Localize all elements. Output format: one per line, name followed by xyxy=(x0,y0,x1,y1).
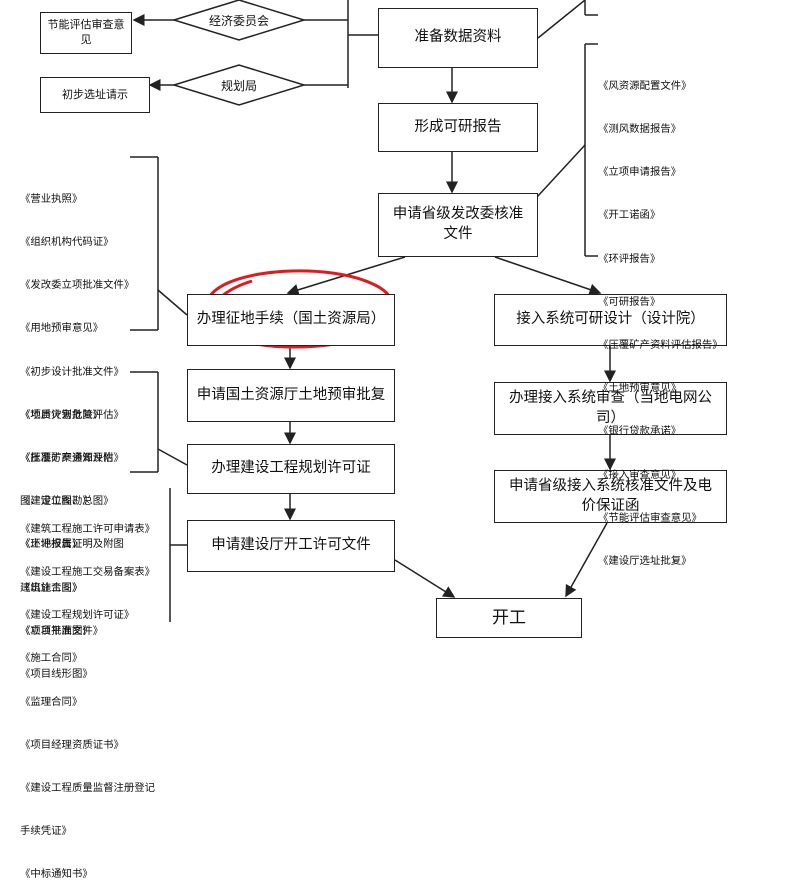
list-item: 图、定位图、总图》 xyxy=(20,495,114,508)
list-item: 《项目计划批复》 xyxy=(20,408,104,421)
right-docs-list: 《风资源配置文件》 《测风数据报告》 《立项申请报告》 《开工诺函》 《环评报告… xyxy=(598,50,723,583)
list-item: 《批准方案通知及附 xyxy=(20,452,114,465)
list-item: 《立项申请报告》 xyxy=(598,166,682,179)
list-item: 《项目经理资质证书》 xyxy=(20,738,124,751)
grid-approval-box: 申请省级接入系统核准文件及电价保证函 xyxy=(494,470,727,523)
left-docs-list-1: 《营业执照》 《组织机构代码证》 《发改委立项批准文件》 《用地预审意见》 《初… xyxy=(20,163,134,696)
planning-permit-box: 办理建设工程规划许可证 xyxy=(187,444,395,494)
list-item: 《出让合同》 xyxy=(20,581,83,594)
planning-bureau-label: 规划局 xyxy=(220,79,257,93)
grid-design-box: 接入系统可研设计（设计院） xyxy=(494,294,727,346)
list-item: 《建设工程规划许可证》 xyxy=(20,609,135,622)
list-item: 《土地预审意见》 xyxy=(598,382,682,395)
list-item: 《项目平面图》 xyxy=(20,624,93,637)
land-procedure-box: 办理征地手续（国土资源局） xyxy=(187,294,395,346)
list-item: 《开工诺函》 xyxy=(598,209,661,222)
list-item: 《建设工程勘》 xyxy=(20,495,93,508)
grid-review-box: 办理接入系统审查（当地电网公司） xyxy=(494,382,727,435)
land-precheck-box: 申请国土资源厅土地预审批复 xyxy=(187,369,395,422)
list-item: 《压覆矿产资源评估》 xyxy=(20,452,124,465)
construction-permit-box: 申请建设厅开工许可文件 xyxy=(187,520,395,572)
economic-committee-label: 经济委员会 xyxy=(208,14,269,28)
list-item: 《发改委立项批准文件》 xyxy=(20,279,135,292)
list-item: 《节能评估审查意见》 xyxy=(598,511,702,524)
list-item: 《建设厅选址批复》 xyxy=(598,555,692,568)
list-item: 《建筑工程施工许可申请表》 xyxy=(20,522,156,535)
list-item: 《初步设计批准文件》 xyxy=(20,365,124,378)
list-item: 《接入审查意见》 xyxy=(598,468,682,481)
prepare-data-box: 准备数据资料 xyxy=(378,8,538,68)
provincial-approval-box: 申请省级发改委核准文件 xyxy=(378,193,538,257)
feasibility-report-box: 形成可研报告 xyxy=(378,103,538,152)
list-item: 《风资源配置文件》 xyxy=(598,79,692,92)
list-item: 《地质灾害危险评估》 xyxy=(20,408,124,421)
list-item: 《营业执照》 xyxy=(20,192,83,205)
list-item: 《施工合同》 xyxy=(20,652,83,665)
list-item: 《中标通知书》 xyxy=(20,868,93,881)
left-docs-list-2: 《项目计划批复》 《批准方案通知及附 图、定位图、总图》 《土地权属证明及附图 … xyxy=(20,379,124,653)
list-item: 《可研报告》 xyxy=(598,295,661,308)
list-item: 手续凭证》 xyxy=(20,825,72,838)
list-item: 《用地预审意见》 xyxy=(20,322,104,335)
list-item: 《银行贷款承诺》 xyxy=(598,425,682,438)
list-item: 《立项批准文件》 xyxy=(20,624,104,637)
list-item: 《土地权属证明及附图 xyxy=(20,538,124,551)
left-docs-list-3: 《建筑工程施工许可申请表》 《建设工程施工交易备案表》 《建设工程规划许可证》 … xyxy=(20,493,155,896)
list-item: 《环评报告》 xyxy=(20,538,83,551)
list-item: 《监理合同》 xyxy=(20,695,83,708)
energy-review-box: 节能评估审查意见 xyxy=(40,12,132,54)
list-item: 《建设工程质量监督注册登记 xyxy=(20,782,156,795)
flowchart-connectors xyxy=(130,0,616,622)
list-item: 《测风数据报告》 xyxy=(598,123,682,136)
list-item: 《环评报告》 xyxy=(598,252,661,265)
site-request-box: 初步选址请示 xyxy=(40,77,150,113)
list-item: 建筑施工图》 xyxy=(20,581,83,594)
list-item: 《建设工程施工交易备案表》 xyxy=(20,566,156,579)
list-item: 《压覆矿产资料评估报告》 xyxy=(598,339,723,352)
start-box: 开工 xyxy=(436,598,582,638)
list-item: 《组织机构代码证》 xyxy=(20,236,114,249)
